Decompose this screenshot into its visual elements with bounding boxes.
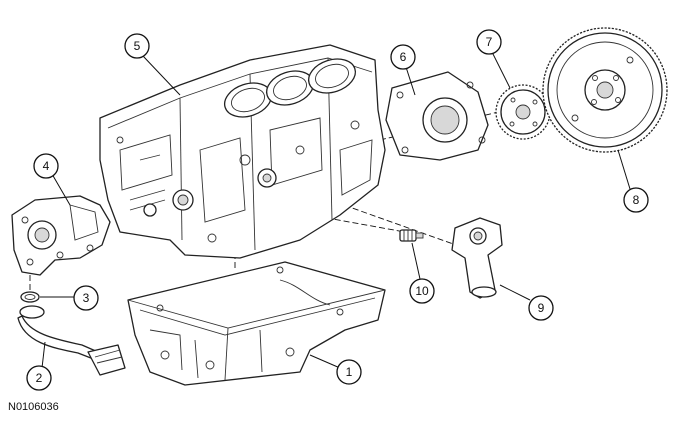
callout-label: 5 — [134, 39, 141, 53]
oil-pump — [11, 195, 111, 276]
callout-7: 7 — [476, 29, 502, 55]
figure-id: N0106036 — [8, 401, 59, 413]
o-ring-seal — [20, 291, 40, 303]
callout-label: 9 — [538, 301, 545, 315]
callout-label: 4 — [43, 159, 50, 173]
flexplate — [542, 27, 668, 153]
callout-label: 6 — [400, 50, 407, 64]
callout-6: 6 — [390, 44, 416, 70]
oil-pump-screen-pickup-tube — [17, 305, 126, 376]
callout-2: 2 — [26, 365, 52, 391]
crankshaft-sensor-ring — [495, 84, 551, 140]
oil-filter-adapter — [451, 217, 503, 299]
callout-label: 7 — [486, 35, 493, 49]
callout-1: 1 — [336, 359, 362, 385]
oil-pan — [127, 261, 386, 386]
callout-5: 5 — [124, 33, 150, 59]
callout-9: 9 — [528, 295, 554, 321]
leader-lines — [40, 51, 631, 369]
callout-label: 3 — [83, 291, 90, 305]
callout-label: 1 — [346, 365, 353, 379]
callout-4: 4 — [33, 153, 59, 179]
callout-10: 10 — [409, 278, 435, 304]
callout-label: 10 — [415, 284, 429, 298]
rear-main-seal-retainer-plate — [385, 71, 489, 161]
callout-label: 8 — [633, 193, 640, 207]
callout-3: 3 — [73, 285, 99, 311]
callout-label: 2 — [36, 371, 43, 385]
oil-pressure-switch — [399, 229, 424, 242]
engine-block — [99, 44, 386, 259]
callout-8: 8 — [623, 187, 649, 213]
